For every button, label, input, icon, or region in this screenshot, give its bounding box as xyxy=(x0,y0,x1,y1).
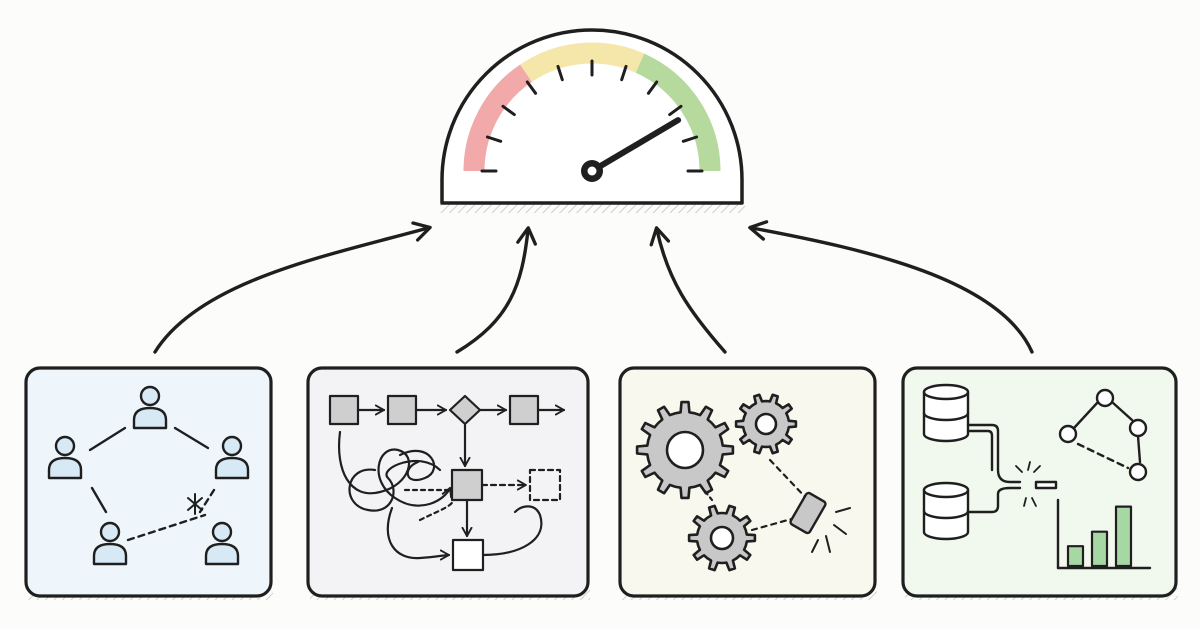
connection-dashed xyxy=(198,488,216,514)
pipe-bottom xyxy=(966,486,1022,514)
gauge-tick xyxy=(556,64,564,82)
flow-dashed-link xyxy=(418,498,454,522)
gear-link-dashed xyxy=(698,483,714,502)
gauge-tick xyxy=(668,104,683,117)
person-icon xyxy=(132,385,168,430)
database-cylinder-top xyxy=(922,383,970,443)
people-network-icon xyxy=(47,385,250,566)
connection-line xyxy=(173,426,210,450)
process-flow-icon xyxy=(328,394,566,572)
small-gear-top-icon xyxy=(734,393,798,455)
mini-chart-bar xyxy=(1090,530,1109,568)
data-integration-icon xyxy=(922,383,1152,570)
arrows-to-gauge xyxy=(153,220,1034,354)
broken-link-mark xyxy=(187,493,203,515)
arrow-gears-to-gauge xyxy=(649,226,727,354)
gauge-tick xyxy=(681,135,699,143)
pipe-broken-end xyxy=(1034,480,1058,490)
large-gear-icon xyxy=(635,400,735,500)
gauge-tick xyxy=(620,64,628,82)
data-pipes xyxy=(966,423,1058,514)
mini-chart-bar xyxy=(1066,545,1085,568)
gear-link-dashed xyxy=(750,516,797,532)
arrow-data-to-gauge xyxy=(748,220,1034,354)
arrow-flow-to-gauge xyxy=(455,226,537,354)
flow-tangle xyxy=(348,459,442,512)
flow-arrows xyxy=(338,404,566,561)
person-icon xyxy=(92,521,128,566)
panel-people xyxy=(24,366,273,598)
person-icon xyxy=(204,521,240,566)
flow-box xyxy=(450,468,484,502)
flow-box xyxy=(508,394,540,426)
graph-node xyxy=(1128,418,1148,438)
person-icon xyxy=(214,435,250,480)
broken-part-block xyxy=(789,491,827,535)
graph-node xyxy=(1128,462,1148,482)
panels xyxy=(24,366,1178,600)
gauge-tick xyxy=(501,104,516,117)
gauge-zone-green xyxy=(635,53,721,172)
person-icon xyxy=(47,435,83,480)
people-connections xyxy=(88,426,216,542)
flow-tangle xyxy=(338,430,452,507)
gauge-needle xyxy=(589,117,682,174)
gauge-ticks xyxy=(480,59,704,173)
mini-chart-bar xyxy=(1114,505,1133,568)
gauge-zone-red xyxy=(463,64,533,172)
gear-links xyxy=(698,458,810,532)
crack-sparks xyxy=(811,507,851,553)
pipe-top xyxy=(966,423,1022,484)
speedometer-gauge xyxy=(440,28,745,213)
flow-box-dashed xyxy=(528,468,562,502)
database-cylinder-bottom xyxy=(922,481,970,541)
arrow-people-to-gauge xyxy=(153,221,432,354)
broken-gear-part xyxy=(789,491,851,553)
gauge-hub-center xyxy=(587,166,597,176)
flow-tangle xyxy=(398,449,436,481)
connection-dashed xyxy=(126,513,207,542)
gauge-zone-yellow xyxy=(520,42,645,83)
node-graph xyxy=(1058,388,1148,482)
gauge-tick xyxy=(646,80,659,95)
gauge-tick xyxy=(525,80,538,95)
graph-node xyxy=(1095,388,1115,408)
flow-tangle xyxy=(386,506,451,561)
panel-gears xyxy=(618,366,877,598)
gear-link-dashed xyxy=(768,458,810,502)
connection-line xyxy=(88,426,127,452)
pipe-top-inner xyxy=(966,429,994,472)
connection-line xyxy=(90,486,108,514)
small-gear-bottom-icon xyxy=(687,504,757,572)
flow-box xyxy=(451,538,485,572)
gauge-tick xyxy=(485,135,503,143)
mini-bar-chart xyxy=(1056,498,1152,570)
gears-icon xyxy=(635,393,851,572)
graph-node xyxy=(1058,424,1078,444)
flow-loop xyxy=(481,505,543,557)
pipe-break-sparks xyxy=(1015,461,1041,507)
flow-box xyxy=(328,394,360,426)
flow-box xyxy=(386,394,418,426)
